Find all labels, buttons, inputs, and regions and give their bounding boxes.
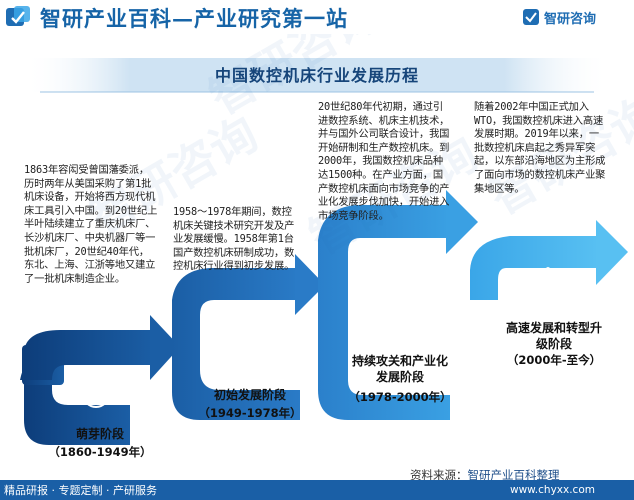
footer-bar xyxy=(0,480,634,500)
footer-services: 精品研报 · 专题定制 · 产研服务 xyxy=(4,484,157,497)
source-note: 资料来源：智研产业百科整理 xyxy=(410,467,560,483)
site-title: 智研产业百科—产业研究第一站 xyxy=(40,6,348,31)
stage-1-years: （1860-1949年） xyxy=(48,445,152,459)
stage-4-title: 高速发展和转型升级阶段 xyxy=(505,321,602,351)
stage-1-arrowhead xyxy=(150,315,180,380)
stage-1-title: 萌芽阶段 xyxy=(75,427,124,441)
stage-3-arrowhead xyxy=(446,190,478,254)
footer-url[interactable]: www.chyxx.com xyxy=(510,484,595,496)
brand-logo-icon xyxy=(523,9,539,25)
pen-icon xyxy=(82,380,110,408)
stage-1-top xyxy=(24,330,155,380)
stage-4-shape xyxy=(470,236,600,300)
brand-name: 智研咨询 xyxy=(544,12,597,27)
stage-1-shape xyxy=(24,380,130,445)
banner-background xyxy=(24,58,610,92)
stage-4-description: 随着2002年中国正式加入WTO，我国数控机床进入高速发展时期。2019年以来，… xyxy=(474,101,606,195)
stage-2-description: 1958～1978年期间，数控机床关键技术研究开发及产业发展缓慢。1958年第1… xyxy=(173,206,295,273)
source-label: 资料来源： xyxy=(410,468,468,482)
stage-2-title: 初始发展阶段 xyxy=(213,388,286,402)
diagram-title: 中国数控机床行业发展历程 xyxy=(214,66,419,85)
site-logo-icon xyxy=(6,6,30,26)
source-text: 智研产业百科整理 xyxy=(467,468,560,482)
stage-4-years: （2000年-至今） xyxy=(506,353,602,367)
stage-2-years: （1949-1978年） xyxy=(198,406,302,420)
stage-3-years: （1978-2000年） xyxy=(348,390,452,404)
stage-3-title: 持续攻关和产业化发展阶段 xyxy=(351,354,448,384)
stage-3-description: 20世纪80年代初期，通过引进数控系统、机床主机技术，并与国外公司联合设计，我国… xyxy=(318,101,450,222)
stage-2-arrowhead xyxy=(295,254,325,315)
paperclip-icon xyxy=(234,340,260,372)
lightbulb-icon xyxy=(384,308,408,344)
stage-1-description: 1863年容闳受曾国藩委派，历时两年从美国采购了第1批机床设备，开始将西方现代机… xyxy=(24,164,158,285)
graduation-cap-icon xyxy=(529,266,567,292)
stage-2-shape xyxy=(172,268,300,420)
stage-4-arrowhead xyxy=(596,220,628,285)
stage-3-shape xyxy=(318,205,450,420)
